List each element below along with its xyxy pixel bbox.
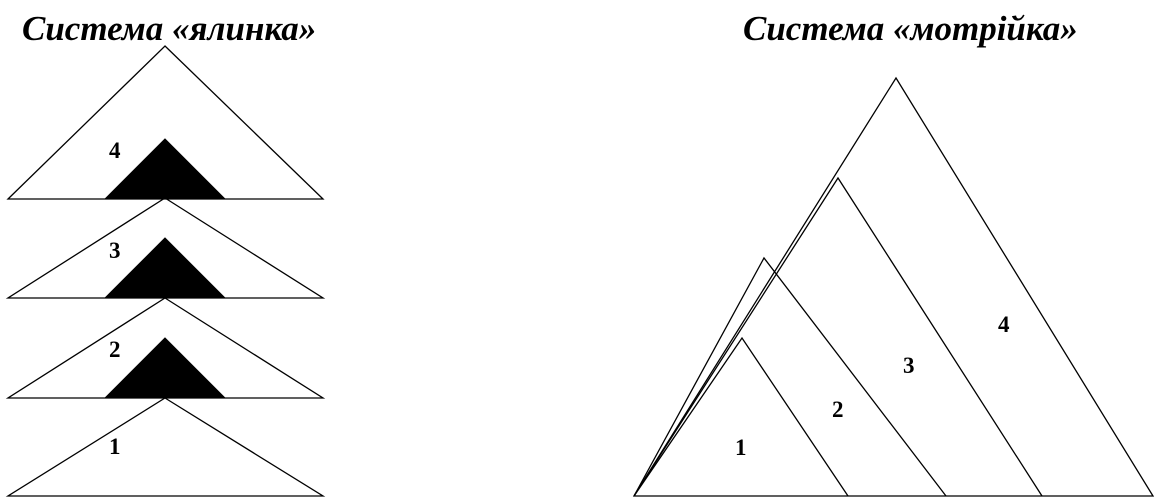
yalynka-tier-label-3: 3 [109,238,121,263]
yalynka-tier-4-dark-overlap [103,138,227,200]
motriika-title: Система «мотрійка» [743,9,1078,48]
yalynka-tier-2-dark-overlap [103,337,227,399]
motriika-layer-label-1: 1 [735,435,747,460]
yalynka-system-diagram: 4 3 2 1 Система «ялинка» [5,9,326,497]
motriika-system-diagram: 1 2 3 4 Система «мотрійка» [632,9,1155,497]
yalynka-tier-1-triangle [5,397,326,497]
yalynka-title: Система «ялинка» [22,9,316,48]
motriika-layer-1-outline [633,336,849,497]
motriika-layer-label-3: 3 [903,353,915,378]
yalynka-tier-3-dark-overlap [103,237,227,299]
yalynka-tier-label-2: 2 [109,337,121,362]
motriika-layer-label-2: 2 [832,397,844,422]
motriika-layer-label-4: 4 [998,312,1010,337]
yalynka-tier-label-1: 1 [109,434,121,459]
motriika-layer-2-outline [633,256,947,497]
motriika-layer-4-triangle [632,76,1155,497]
motriika-layer-3-outline [633,176,1043,497]
yalynka-tier-label-4: 4 [109,138,121,163]
